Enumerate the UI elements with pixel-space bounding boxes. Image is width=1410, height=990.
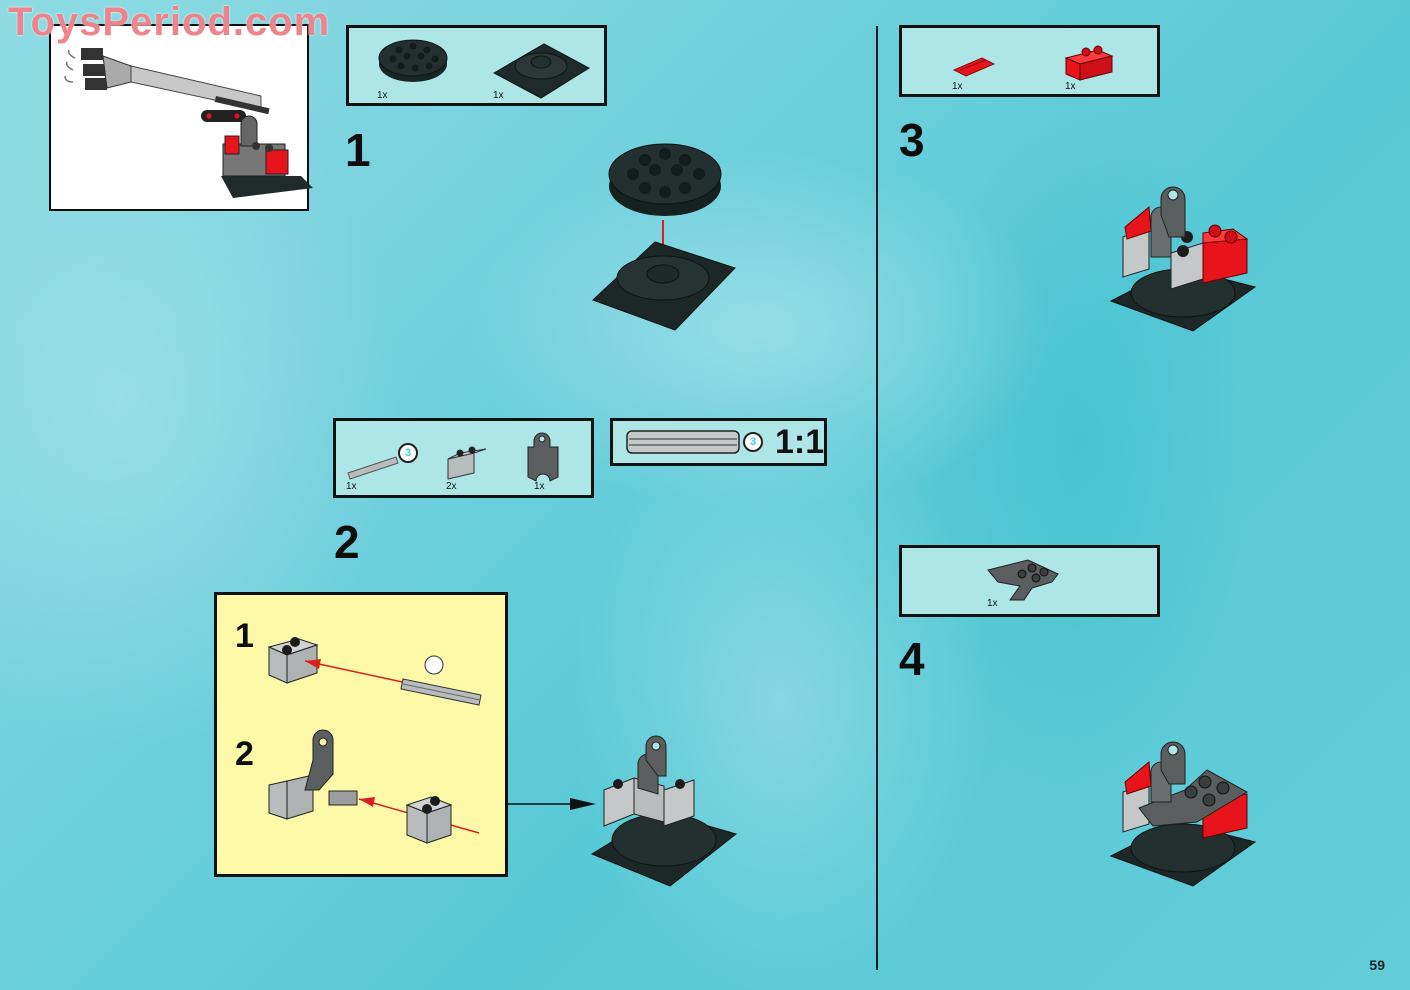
- red-brick-icon: [1064, 45, 1114, 81]
- step-number-3: 3: [899, 114, 925, 166]
- step-2-assembly-illustration: [590, 735, 738, 887]
- red-grille-tile-icon: [952, 57, 996, 77]
- wedge-plate-icon: [987, 559, 1059, 601]
- step-1-assembly-illustration: [592, 143, 736, 331]
- round-plate-icon: [378, 39, 448, 82]
- completed-model-preview: [49, 24, 313, 211]
- watermark: ToysPeriod.com: [8, 0, 331, 44]
- step-number-4: 4: [899, 633, 925, 685]
- part-qty: 1x: [952, 81, 963, 92]
- substep-illustrations: [267, 637, 482, 844]
- part-qty: 1x: [493, 90, 504, 101]
- substep-number-1: 1: [235, 617, 254, 655]
- axle-length-callout: 3: [398, 443, 418, 463]
- part-qty: 1x: [1065, 81, 1076, 92]
- claw-arm-model-icon: [64, 48, 313, 198]
- step-number-2: 2: [334, 516, 360, 568]
- scale-ratio-label: 1:1: [775, 423, 825, 461]
- column-divider: [876, 26, 878, 970]
- step-number-1: 1: [345, 124, 371, 176]
- part-qty: 1x: [346, 481, 357, 492]
- substep-number-2: 2: [235, 735, 254, 773]
- part-qty: 1x: [534, 481, 545, 492]
- technic-connector-icon: [527, 432, 559, 482]
- step-2-subassembly-box: 1 2: [214, 592, 508, 877]
- turntable-base-icon: [492, 43, 590, 99]
- technic-brick-icon: [447, 446, 487, 480]
- page-number: 59: [1369, 957, 1385, 973]
- subassembly-arrow: [508, 798, 596, 810]
- step-4-assembly-illustration: [1109, 741, 1257, 887]
- step-3-assembly-illustration: [1109, 186, 1257, 332]
- axle-icon: [347, 456, 399, 480]
- part-qty: 1x: [987, 598, 998, 609]
- axle-1to1-icon: [626, 430, 740, 454]
- axle-scale-reference-box: 3 1:1: [610, 418, 827, 466]
- step-4-parts-box: 1x: [899, 545, 1160, 617]
- step-2-parts-box: 3 1x 2x 1x: [333, 418, 594, 498]
- part-qty: 1x: [377, 90, 388, 101]
- step-3-parts-box: 1x 1x: [899, 25, 1160, 97]
- step-1-parts-box: 1x 1x: [346, 25, 607, 106]
- part-qty: 2x: [446, 481, 457, 492]
- axle-length-callout: 3: [743, 432, 763, 452]
